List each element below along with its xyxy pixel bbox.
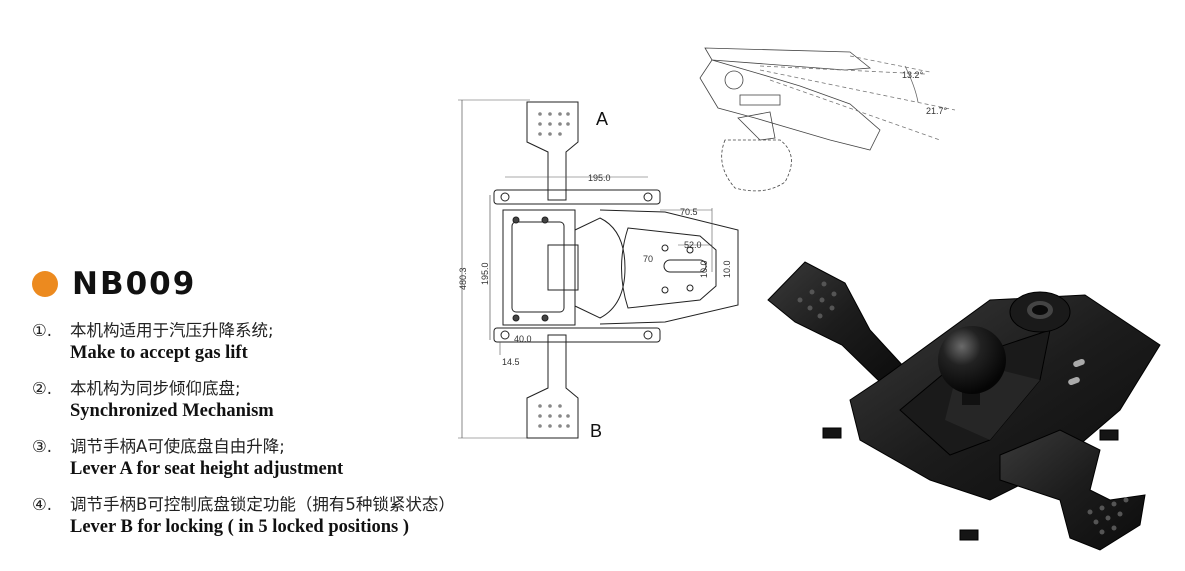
dim-height-inner: 195.0 <box>480 262 490 285</box>
feature-en: Make to accept gas lift <box>70 343 248 363</box>
dim-width-top: 195.0 <box>588 173 611 183</box>
dim-10b: 10.0 <box>722 260 732 278</box>
lever-b-label: B <box>590 421 602 441</box>
feature-en: Lever A for seat height adjustment <box>70 459 344 479</box>
dim-10: 10.0 <box>699 260 709 278</box>
dim-70: 70 <box>643 254 653 264</box>
bullet-dot-icon <box>32 271 58 297</box>
feature-cn: 调节手柄B可控制底盘锁定功能（拥有5种锁紧状态） <box>70 495 455 514</box>
feature-en: Synchronized Mechanism <box>70 401 274 421</box>
feature-item: ②. 本机构为同步倾仰底盘; Synchronized Mechanism <box>32 378 432 422</box>
tilt-angle-1: 13.2° <box>902 70 924 80</box>
dim-height-total: 480.3 <box>458 267 468 290</box>
feature-item: ④. 调节手柄B可控制底盘锁定功能（拥有5种锁紧状态） Lever B for l… <box>32 494 455 538</box>
feature-number: ④. <box>32 495 53 514</box>
dim-14-5: 14.5 <box>502 357 520 367</box>
feature-cn: 本机构适用于汽压升降系统; <box>70 321 274 340</box>
feature-number: ①. <box>32 321 53 340</box>
lever-a-label: A <box>596 109 608 129</box>
tilt-angle-2: 21.7° <box>926 106 948 116</box>
feature-item: ①. 本机构适用于汽压升降系统; Make to accept gas lift <box>32 320 432 364</box>
dim-slot: 52.0 <box>684 240 702 250</box>
product-3d-rendering <box>767 261 1161 551</box>
technical-drawing-top-view: A B 195.0 70.5 52.0 70 14.5 40.0 480.3 1… <box>458 99 739 441</box>
feature-list: ①.本机构适用于汽压升降系统; Make to accept gas lift … <box>32 320 455 552</box>
feature-cn: 调节手柄A可使底盘自由升降; <box>70 437 285 456</box>
feature-en: Lever B for locking ( in 5 locked positi… <box>70 517 410 537</box>
model-number: NB009 <box>72 266 197 302</box>
feature-number: ③. <box>32 437 53 456</box>
feature-number: ②. <box>32 379 53 398</box>
tilt-side-view-sketch: 13.2° 21.7° <box>699 47 956 192</box>
dim-40: 40.0 <box>514 334 532 344</box>
feature-item: ③. 调节手柄A可使底盘自由升降; Lever A for seat height… <box>32 436 432 480</box>
feature-cn: 本机构为同步倾仰底盘; <box>70 379 241 398</box>
dim-width-side: 70.5 <box>680 207 698 217</box>
product-title: NB009 <box>32 266 196 302</box>
